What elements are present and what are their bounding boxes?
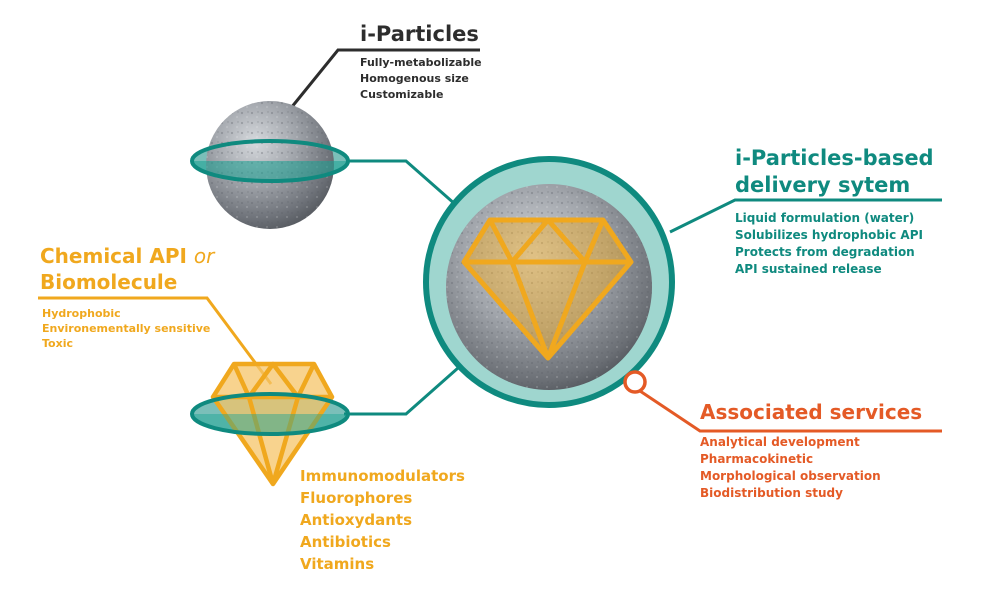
services-title: Associated services: [700, 400, 923, 424]
list-item: Antibiotics: [300, 533, 391, 551]
title-part: Chemical API: [40, 244, 187, 268]
title-line: Biomolecule: [40, 270, 178, 294]
services-list: Analytical development Pharmacokinetic M…: [700, 434, 881, 502]
list-item: Analytical development: [700, 435, 860, 449]
api-property-list: Hydrophobic Environementally sensitive T…: [42, 306, 210, 351]
list-item: Pharmacokinetic: [700, 452, 814, 466]
delivery-system-feature-list: Liquid formulation (water) Solubilizes h…: [735, 210, 923, 278]
particles-title: i-Particles: [360, 22, 479, 46]
api-title: Chemical API or Biomolecule: [40, 243, 214, 295]
leader-api-title: [38, 296, 273, 385]
list-item: Morphological observation: [700, 469, 881, 483]
api-examples-list: Immunomodulators Fluorophores Antioxydan…: [300, 465, 465, 575]
delivery-system-title: i-Particles-based delivery sytem: [735, 145, 934, 199]
list-item: Liquid formulation (water): [735, 211, 915, 225]
title-line: i-Particles-based: [735, 146, 934, 170]
list-item: Vitamins: [300, 555, 375, 573]
list-item: Environementally sensitive: [42, 322, 211, 335]
list-item: Biodistribution study: [700, 486, 843, 500]
diamond-inside-icon: [461, 217, 634, 361]
list-item: Fluorophores: [300, 489, 413, 507]
list-item: Fully-metabolizable: [360, 56, 482, 69]
title-line: delivery sytem: [735, 173, 911, 197]
leader-particles-title: [289, 48, 480, 109]
list-item: Immunomodulators: [300, 467, 465, 485]
connector-api-to-system: [344, 366, 459, 416]
list-item: Homogenous size: [360, 72, 469, 85]
api-diamond-icon: [190, 361, 350, 487]
list-item: Protects from degradation: [735, 245, 915, 259]
services-marker-icon: [623, 370, 647, 394]
particles-feature-list: Fully-metabolizable Homogenous size Cust…: [360, 55, 482, 103]
title-line: Chemical API or: [40, 243, 214, 269]
connector-system-to-title: [669, 198, 942, 234]
list-item: Toxic: [42, 337, 73, 350]
list-item: Customizable: [360, 88, 444, 101]
list-item: Solubilizes hydrophobic API: [735, 228, 923, 242]
connector-particles-to-system: [346, 159, 465, 214]
leader-services: [639, 389, 942, 433]
particle-sphere-icon: [190, 101, 350, 229]
list-item: Hydrophobic: [42, 307, 121, 320]
title-or: or: [193, 244, 215, 268]
list-item: Antioxydants: [300, 511, 412, 529]
delivery-system-icon: [423, 156, 675, 408]
list-item: API sustained release: [735, 262, 882, 276]
